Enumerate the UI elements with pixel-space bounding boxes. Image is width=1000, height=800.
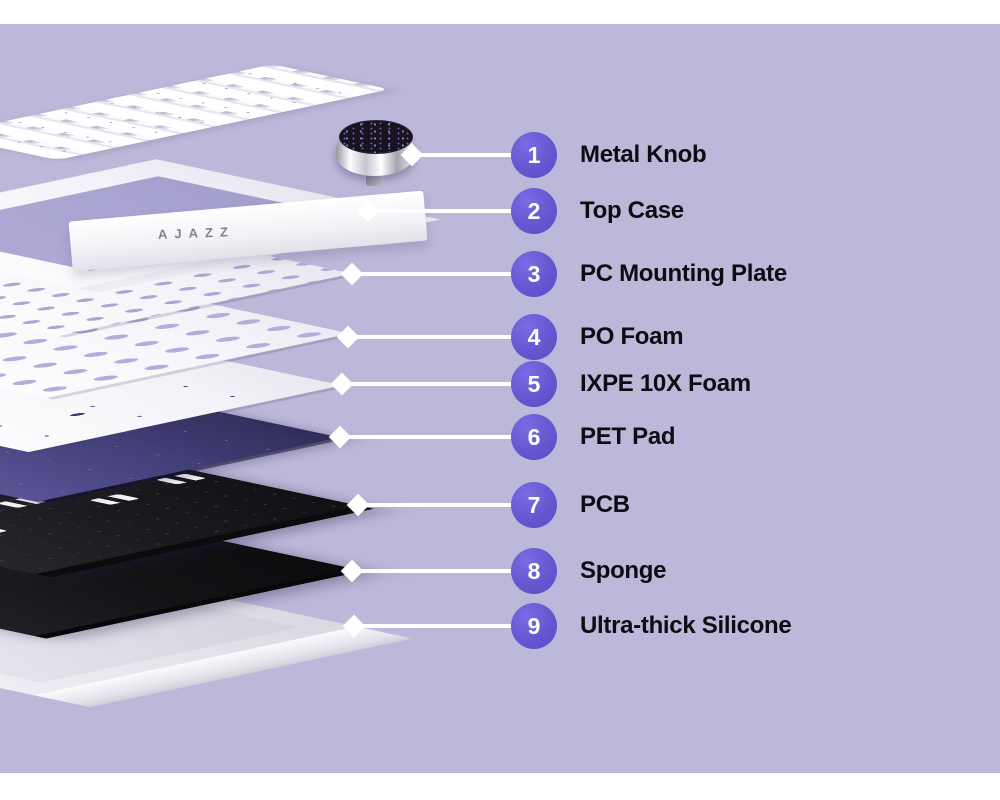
- callout-label-6: PET Pad: [580, 423, 676, 450]
- callout-number-4: 4: [511, 314, 557, 360]
- pcb-stabilizer: [0, 526, 8, 538]
- callout-label-3: PC Mounting Plate: [580, 260, 787, 287]
- bottom-white-band: [0, 773, 1000, 800]
- pcb-stabilizer: [89, 494, 140, 505]
- callout-number-5: 5: [511, 361, 557, 407]
- callout-label-1: Metal Knob: [580, 141, 707, 168]
- callout-line-3: [352, 272, 517, 276]
- callout-line-4: [348, 335, 517, 339]
- callout-label-8: Sponge: [580, 557, 667, 584]
- callout-line-5: [342, 382, 517, 386]
- callout-number-1: 1: [511, 132, 557, 178]
- callout-label-4: PO Foam: [580, 323, 684, 350]
- callout-label-7: PCB: [580, 491, 630, 518]
- callout-line-8: [352, 569, 517, 573]
- callout-line-6: [340, 435, 517, 439]
- callout-number-9: 9: [511, 603, 557, 649]
- callout-label-2: Top Case: [580, 197, 684, 224]
- callout-label-9: Ultra-thick Silicone: [580, 612, 792, 639]
- top-white-band: [0, 0, 1000, 24]
- callout-line-9: [354, 624, 517, 628]
- metal-knob: [336, 120, 414, 186]
- brand-logo: AJAZZ: [157, 224, 236, 242]
- callout-number-8: 8: [511, 548, 557, 594]
- callout-number-6: 6: [511, 414, 557, 460]
- callout-number-2: 2: [511, 188, 557, 234]
- callout-line-7: [358, 503, 517, 507]
- callout-number-3: 3: [511, 251, 557, 297]
- callout-line-2: [368, 209, 517, 213]
- callout-label-5: IXPE 10X Foam: [580, 370, 751, 397]
- callout-number-7: 7: [511, 482, 557, 528]
- knob-top-face: [339, 120, 413, 154]
- callout-line-1: [412, 153, 517, 157]
